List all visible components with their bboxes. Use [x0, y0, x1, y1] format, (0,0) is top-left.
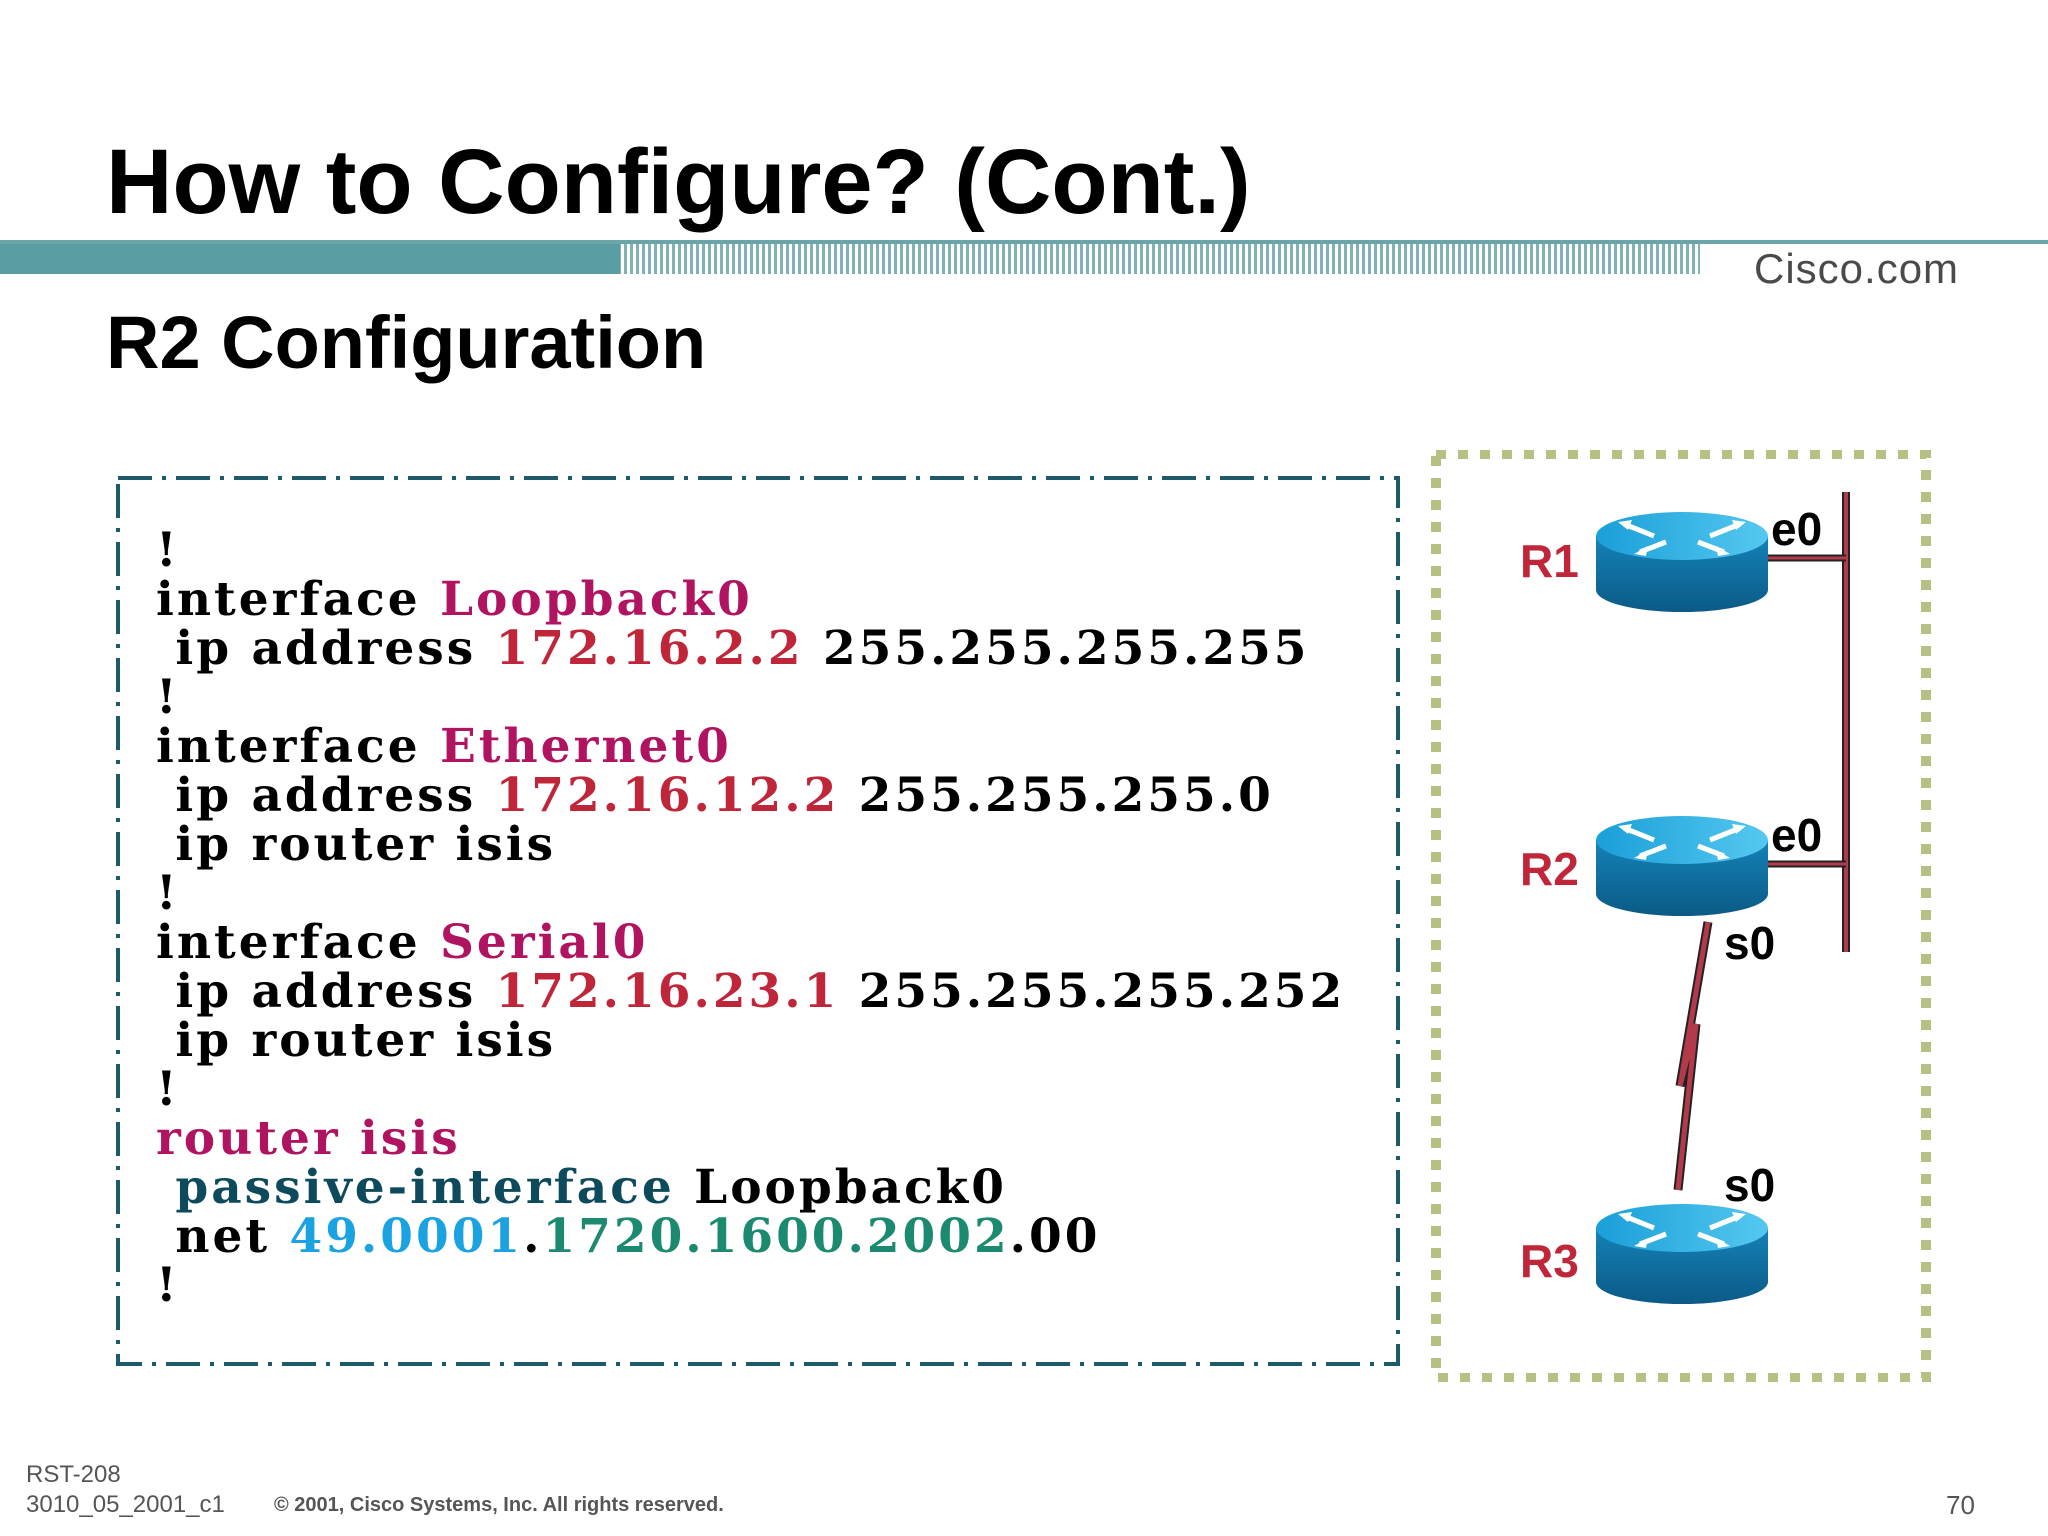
document-id: 3010_05_2001_c1 — [26, 1491, 225, 1518]
config-line: ! — [156, 670, 180, 725]
router-icon-r3 — [1596, 1204, 1768, 1304]
port-label-r2-e0: e0 — [1771, 809, 1823, 861]
config-box-border — [116, 476, 1400, 1366]
topology-drawing — [1431, 450, 1931, 1382]
port-label-r2-s0: s0 — [1724, 917, 1776, 969]
section-heading: R2 Configuration — [106, 301, 707, 384]
config-line: interface Ethernet0 — [156, 719, 732, 774]
course-id: RST-208 — [26, 1461, 121, 1488]
config-code: !interface Loopback0 ip address 172.16.2… — [156, 526, 1345, 1310]
router-label-r1: R1 — [1520, 535, 1579, 587]
config-line: interface Serial0 — [156, 915, 649, 970]
port-label-r3-s0: s0 — [1724, 1159, 1776, 1211]
router-icon-r1 — [1596, 512, 1768, 612]
config-line: ip address 172.16.2.2 255.255.255.255 — [156, 621, 1310, 676]
config-line: interface Loopback0 — [156, 572, 753, 627]
router-label-r3: R3 — [1520, 1235, 1579, 1287]
config-line: ! — [156, 1062, 180, 1117]
footer-course-code: RST-208 3010_05_2001_c1 — [26, 1460, 225, 1520]
config-line: ip router isis — [156, 1013, 557, 1068]
router-icon-r2 — [1596, 816, 1768, 916]
cisco-logo: Cisco.com — [1754, 245, 1960, 292]
config-line: ! — [156, 523, 180, 578]
config-line: ip address 172.16.23.1 255.255.255.252 — [156, 964, 1346, 1019]
title-banner — [0, 240, 2048, 274]
config-line: ! — [156, 866, 180, 921]
config-line: router isis — [156, 1111, 461, 1166]
topology-diagram: R1 R2 R3 e0 e0 s0 s0 — [1428, 450, 1934, 1382]
config-line: ip router isis — [156, 817, 557, 872]
page-number: 70 — [1946, 1490, 1975, 1520]
config-line: ip address 172.16.12.2 255.255.255.0 — [156, 768, 1274, 823]
config-box: !interface Loopback0 ip address 172.16.2… — [116, 476, 1400, 1366]
config-line: net 49.0001.1720.1600.2002.00 — [156, 1209, 1101, 1264]
slide-title: How to Configure? (Cont.) — [106, 131, 1251, 233]
router-label-r2: R2 — [1520, 843, 1579, 895]
port-label-r1-e0: e0 — [1771, 503, 1823, 555]
copyright-notice: © 2001, Cisco Systems, Inc. All rights r… — [274, 1494, 724, 1516]
config-line: passive-interface Loopback0 — [156, 1160, 1007, 1215]
config-line: ! — [156, 1258, 180, 1313]
